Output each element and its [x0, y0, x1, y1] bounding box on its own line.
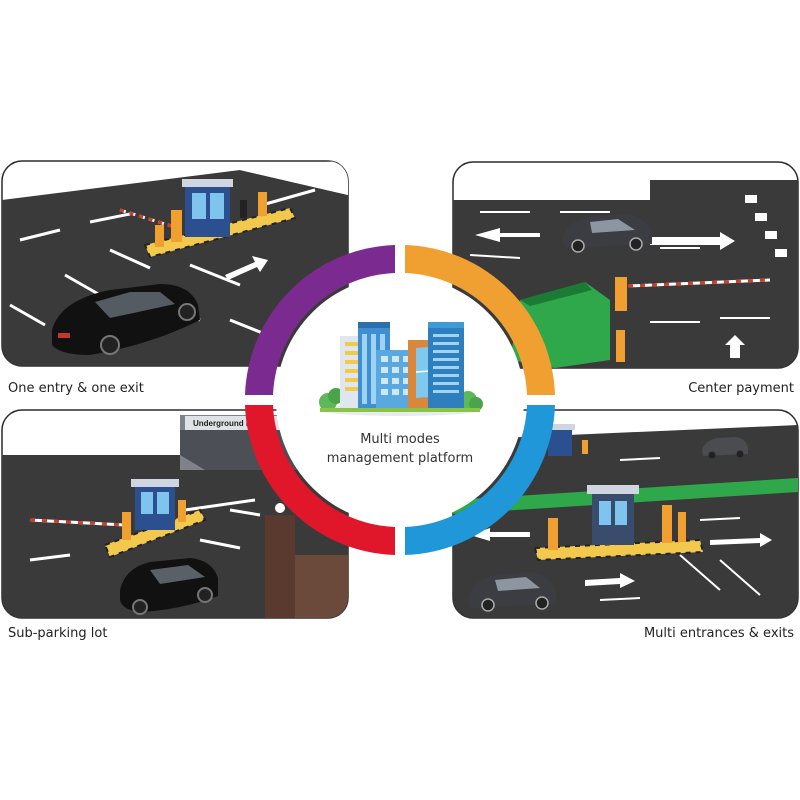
- caption-multi-entrances-exits: Multi entrances & exits: [643, 626, 794, 641]
- caption-center-payment: Center payment: [688, 381, 794, 396]
- center-title-line-2: management platform: [326, 451, 474, 466]
- car-icon: [702, 437, 748, 459]
- ring-segment-bottom-left: [245, 405, 395, 555]
- car-icon: [120, 558, 218, 615]
- center-title-line-1: Multi modes: [360, 432, 440, 447]
- ring-segment-bottom-right: [405, 405, 555, 555]
- toll-booth-icon: [131, 479, 179, 530]
- toll-booth-icon: [587, 485, 639, 545]
- caption-sub-parking-lot: Sub-parking lot: [8, 626, 108, 641]
- car-icon: [52, 284, 200, 355]
- car-icon: [562, 214, 652, 253]
- ring-segment-top-left: [245, 245, 395, 395]
- panel-one-entry-one-exit: [1, 160, 349, 367]
- toll-booth-icon: [182, 179, 233, 237]
- car-icon: [468, 572, 556, 612]
- center-title: Multi modes management platform: [300, 430, 500, 468]
- underground-sign-label: Underground P: [193, 419, 252, 428]
- panel-center-payment: [452, 161, 799, 369]
- building-icon: [319, 322, 483, 416]
- ring-segment-top-right: [405, 245, 555, 395]
- caption-one-entry-one-exit: One entry & one exit: [8, 381, 144, 396]
